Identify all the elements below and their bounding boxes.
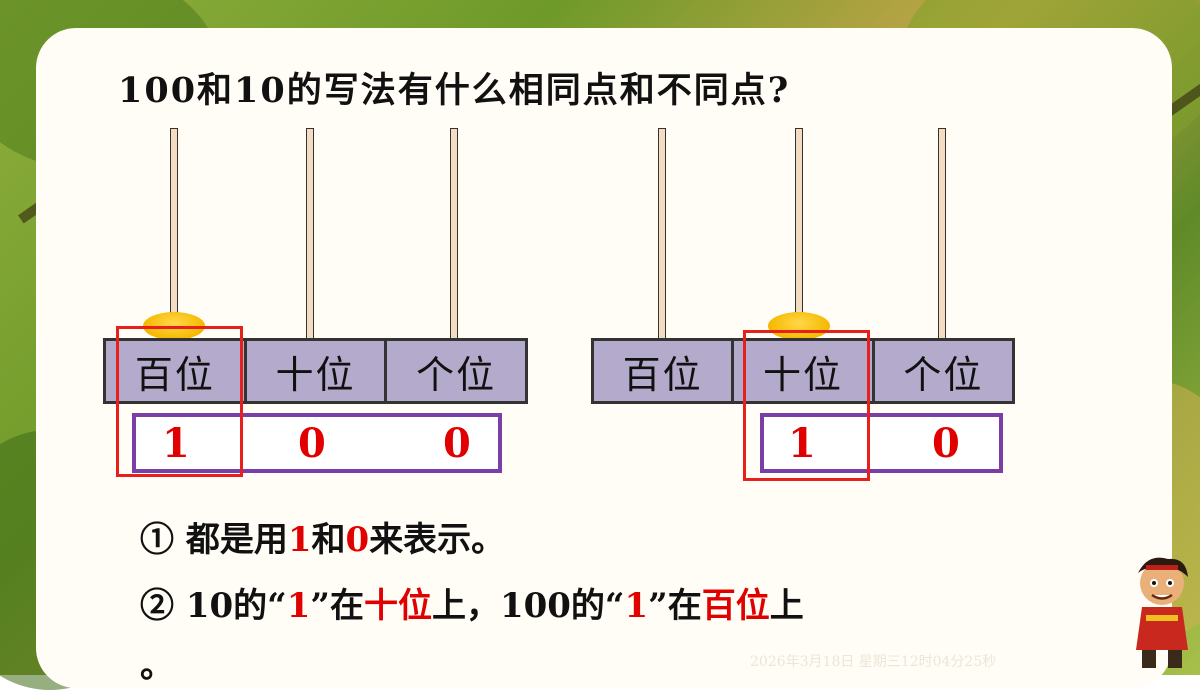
ones-rod	[938, 128, 946, 340]
digit-hundreds: 1	[162, 420, 190, 467]
place-ones: 个位	[416, 352, 497, 397]
place-hundreds: 百位	[594, 341, 735, 401]
highlight: 百位	[701, 586, 770, 626]
timestamp: 2026年3月18日 星期三12时04分25秒	[750, 654, 997, 670]
text: ”在	[648, 586, 702, 626]
ones-rod	[450, 128, 458, 340]
number-box	[760, 413, 1003, 473]
place-hundreds: 百位	[106, 341, 247, 401]
text: 来表示。	[369, 520, 506, 560]
highlight-tens	[743, 330, 870, 481]
cartoon-character-icon	[1136, 557, 1188, 668]
digit-tens: 0	[298, 420, 326, 467]
digit-ones: 0	[443, 420, 471, 467]
tens-rod	[795, 128, 803, 340]
text: 都是用	[185, 520, 288, 560]
text: ”在	[310, 586, 364, 626]
digit-tens: 1	[788, 420, 816, 467]
place-tens: 十位	[247, 341, 388, 401]
hundreds-rod	[658, 128, 666, 340]
highlight: 1	[287, 520, 312, 560]
highlight: 1	[286, 586, 311, 626]
place-value-base: 百位 十位 个位	[103, 338, 528, 404]
text: 上，100的“	[431, 586, 625, 626]
point-1: ① 都是用1和0来表示。	[140, 512, 505, 561]
bead	[768, 312, 830, 340]
place-tens: 十位	[734, 341, 875, 401]
place-value-base: 百位 十位 个位	[591, 338, 1015, 404]
text: 上	[769, 586, 804, 626]
highlight: 1	[624, 586, 649, 626]
marker: ①	[140, 520, 174, 560]
text: 10的“	[185, 586, 287, 626]
highlight: 0	[345, 520, 370, 560]
hundreds-rod	[170, 128, 178, 340]
point-2-tail: 。	[140, 646, 174, 686]
digit-ones: 0	[932, 420, 960, 467]
place-ones: 个位	[903, 352, 984, 397]
number-box	[132, 413, 502, 473]
highlight: 十位	[363, 586, 432, 626]
point-2: ② 10的“1”在十位上，100的“1”在百位上	[140, 578, 804, 627]
tens-rod	[306, 128, 314, 340]
highlight-hundreds	[116, 326, 243, 477]
marker: ②	[140, 586, 174, 626]
text: 和	[311, 520, 346, 560]
question-title: 100和10的写法有什么相同点和不同点?	[118, 70, 791, 111]
